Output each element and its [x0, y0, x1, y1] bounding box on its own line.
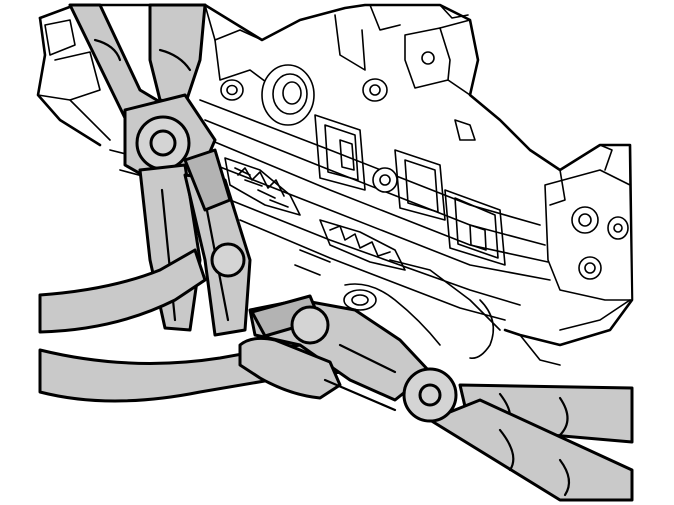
engine-block-icon — [36, 3, 634, 366]
snap-ring-pliers-icon — [38, 294, 634, 502]
snap-ring-pliers-icon — [38, 3, 252, 337]
